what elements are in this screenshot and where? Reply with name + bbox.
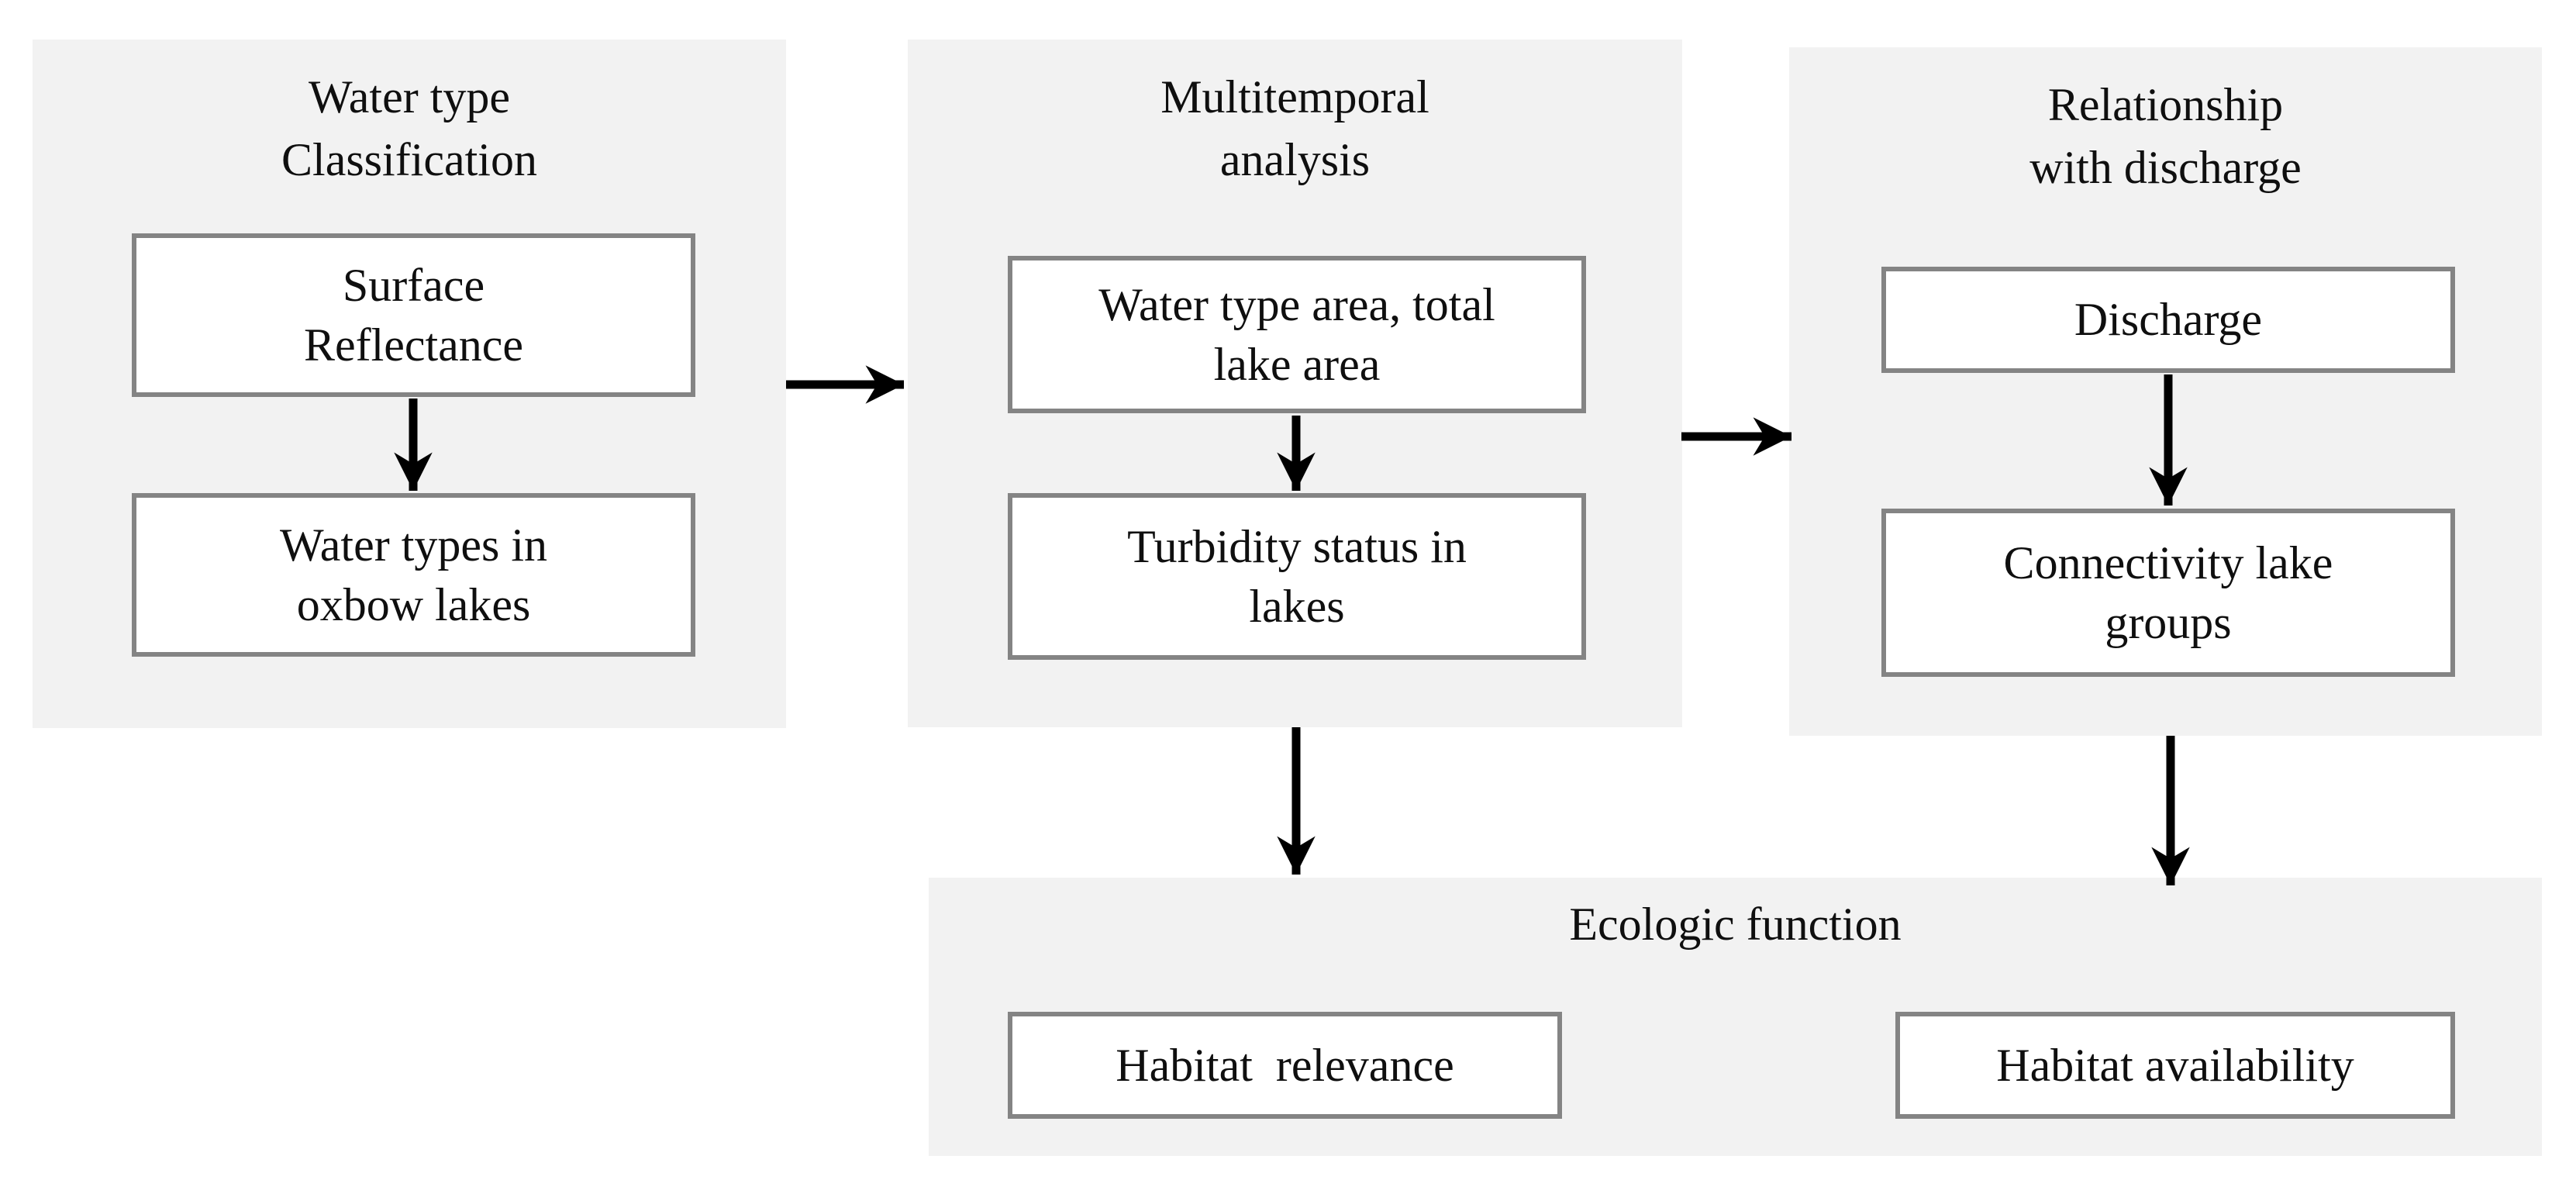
title-ecologic-function: Ecologic function: [1569, 899, 1902, 950]
node-discharge: Discharge: [1881, 267, 2455, 373]
title-multitemporal-analysis: Multitemporal analysis: [1160, 71, 1429, 185]
node-connectivity-lake-groups: Connectivity lake groups: [1881, 509, 2455, 677]
title-relationship-with-discharge: Relationship with discharge: [2029, 79, 2302, 193]
node-habitat-availability: Habitat availability: [1895, 1012, 2455, 1119]
node-habitat-relevance: Habitat relevance: [1008, 1012, 1562, 1119]
node-turbidity-status-in-lakes: Turbidity status in lakes: [1008, 493, 1586, 660]
title-water-type-classification: Water type Classification: [281, 71, 537, 185]
node-water-type-area-total-lake-area: Water type area, total lake area: [1008, 256, 1586, 413]
node-water-types-in-oxbow-lakes: Water types in oxbow lakes: [132, 493, 695, 657]
node-surface-reflectance: Surface Reflectance: [132, 233, 695, 397]
